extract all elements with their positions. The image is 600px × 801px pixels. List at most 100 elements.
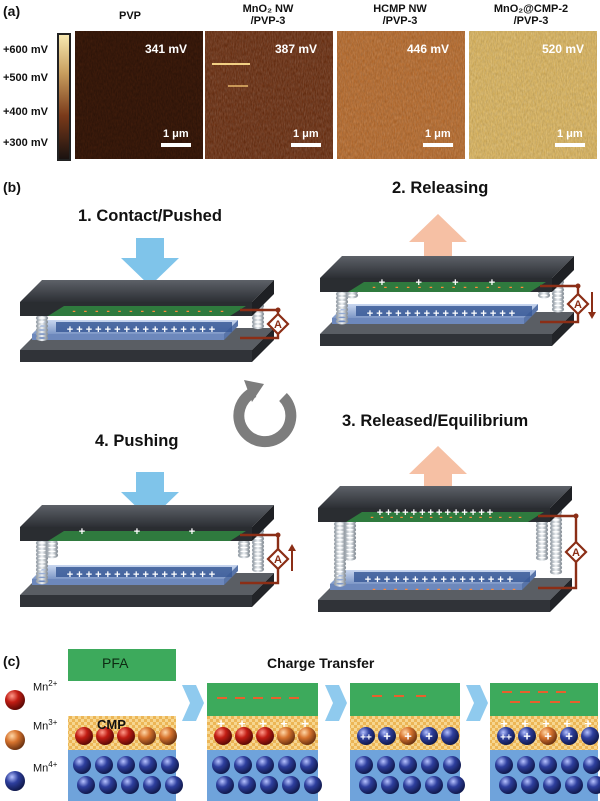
mn-ion-ball <box>234 756 252 774</box>
spring-coil <box>251 566 265 573</box>
charge-mark: - <box>449 512 452 523</box>
charge-mark: - <box>420 512 423 523</box>
charge-mark: + <box>402 507 408 519</box>
charge-mark: - <box>372 584 375 595</box>
dielectric-layer <box>56 322 232 332</box>
cmp-label: CMP <box>97 717 126 732</box>
charge-mark: + <box>143 324 149 336</box>
ammeter-symbol: A <box>274 319 282 331</box>
charge-mark: + <box>441 574 447 586</box>
hole-charge: + <box>425 729 433 744</box>
colorbar-tick-300: +300 mV <box>3 137 48 149</box>
mn-ion-ball <box>517 756 535 774</box>
negative-charges: -------------- <box>72 306 223 317</box>
dielectric-layer <box>356 306 532 316</box>
image-title-line2: /PVP-3 <box>250 15 286 27</box>
ammeter-diamond <box>266 547 290 571</box>
mn-ion-ball <box>355 756 373 774</box>
pfa-layer <box>490 683 598 716</box>
stack-contact: +++++ <box>207 683 322 801</box>
legend-mn2-ball <box>5 690 25 710</box>
charge-mark: - <box>508 512 511 523</box>
charge-mark: - <box>441 282 444 293</box>
charge-mark: - <box>479 512 482 523</box>
mn-ion-ball <box>359 776 377 794</box>
mn-ion-ball <box>561 756 579 774</box>
spring-coil <box>335 318 349 325</box>
charge-mark: - <box>220 306 223 317</box>
charge-mark: + <box>480 308 486 320</box>
charge-mark: + <box>376 308 382 320</box>
negative-charges: ---------------- <box>370 512 521 523</box>
pfa-negative-charge <box>235 697 245 699</box>
slab-top <box>318 486 572 508</box>
cycle-arrow <box>233 380 297 448</box>
slab-front <box>332 318 524 324</box>
positive-charges: ++++++++++++++++ <box>365 574 513 586</box>
mn-ion-ball <box>583 756 600 774</box>
image-title-mno2-nw: MnO₂ NW /PVP-3 <box>213 3 323 27</box>
charge-mark: - <box>430 512 433 523</box>
spring-coil <box>251 322 265 330</box>
hole-charge: ++ <box>360 733 372 744</box>
image-title-line1: MnO₂ NW <box>242 3 294 15</box>
slab-side <box>552 256 574 292</box>
charge-mark: + <box>487 507 493 519</box>
positive-charges: ++++++++++++++++ <box>367 308 515 320</box>
charge-mark: + <box>152 569 158 581</box>
mn-ion-ball <box>587 776 600 794</box>
charge-mark: - <box>418 282 421 293</box>
charge-mark: + <box>134 526 140 538</box>
charge-mark: + <box>365 574 371 586</box>
scale-label-hcmp-nw: 1 μm <box>425 128 451 140</box>
mn-ion-ball <box>518 727 536 745</box>
scale-bar <box>161 143 191 147</box>
charge-mark: + <box>114 569 120 581</box>
charge-mark: - <box>384 282 387 293</box>
slab-side <box>552 312 574 346</box>
pfa-layer <box>207 683 318 716</box>
colorbar-tick-600: +600 mV <box>3 44 48 56</box>
pfa-negative-charge <box>550 701 560 703</box>
charge-transfer-label: Charge Transfer <box>267 655 375 671</box>
charge-mark: - <box>198 306 201 317</box>
slab-side <box>252 328 274 362</box>
charge-mark: + <box>171 569 177 581</box>
top-electrode <box>48 306 246 316</box>
charge-mark: + <box>424 308 430 320</box>
push-arrow-step-4 <box>121 472 179 520</box>
colorbar-tick-500: +500 mV <box>3 72 48 84</box>
pfa-negative-charge <box>556 691 566 693</box>
charge-mark: - <box>95 306 98 317</box>
charge-mark: + <box>199 324 205 336</box>
release-arrow-step-2 <box>409 214 467 262</box>
slab-front <box>20 595 252 607</box>
slab-top <box>320 256 574 278</box>
charge-mark: + <box>76 569 82 581</box>
charge-mark: + <box>405 308 411 320</box>
stack-transfer: +++++ <box>350 683 465 801</box>
scale-label-pvp: 1 μm <box>163 128 189 140</box>
slab-front <box>320 334 552 346</box>
mn-ion-ball <box>75 727 93 745</box>
hole-charge: + <box>565 729 573 744</box>
mn-ion-ball <box>138 727 156 745</box>
slab-side <box>252 505 274 541</box>
mn-ion-ball <box>165 776 183 794</box>
ammeter: A <box>564 540 588 564</box>
mn-ion-ball <box>277 727 295 745</box>
spring-coil <box>549 568 563 575</box>
charge-mark: - <box>491 584 494 595</box>
charge-mark: - <box>152 306 155 317</box>
charge-mark: - <box>458 584 461 595</box>
charge-mark: + <box>386 308 392 320</box>
charge-mark: + <box>419 507 425 519</box>
slab-side <box>550 486 572 522</box>
potential-hcmp-nw: 446 mV <box>407 42 450 56</box>
kpfm-image-shadow <box>75 31 203 159</box>
charge-mark: - <box>72 306 75 317</box>
mn-ion-ball <box>497 727 515 745</box>
surface-positive-charge: + <box>542 716 550 731</box>
mn-ion-ball <box>216 776 234 794</box>
step-2-label: 2. Releasing <box>392 179 489 197</box>
